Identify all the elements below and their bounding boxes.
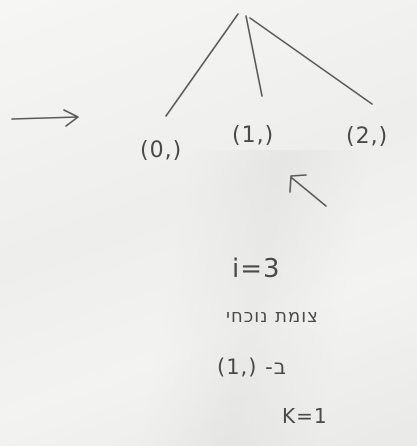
note-k-value: K=1	[282, 404, 328, 428]
tree-node-2: (2,)	[346, 124, 389, 149]
tree-node-1: (1,)	[232, 123, 275, 148]
tree-edge-left	[165, 13, 239, 117]
arrow-right-icon	[11, 109, 79, 127]
tree-edge-right	[249, 17, 373, 105]
tree-node-0: (0,)	[140, 138, 183, 163]
note-node-reference: (1,) -ב	[217, 355, 287, 379]
arrow-up-left-icon	[289, 174, 327, 207]
note-i-value: i=3	[232, 254, 281, 284]
tree-edge-middle	[245, 15, 263, 97]
note-hebrew-current-node: צומת נוכחי	[226, 306, 319, 327]
